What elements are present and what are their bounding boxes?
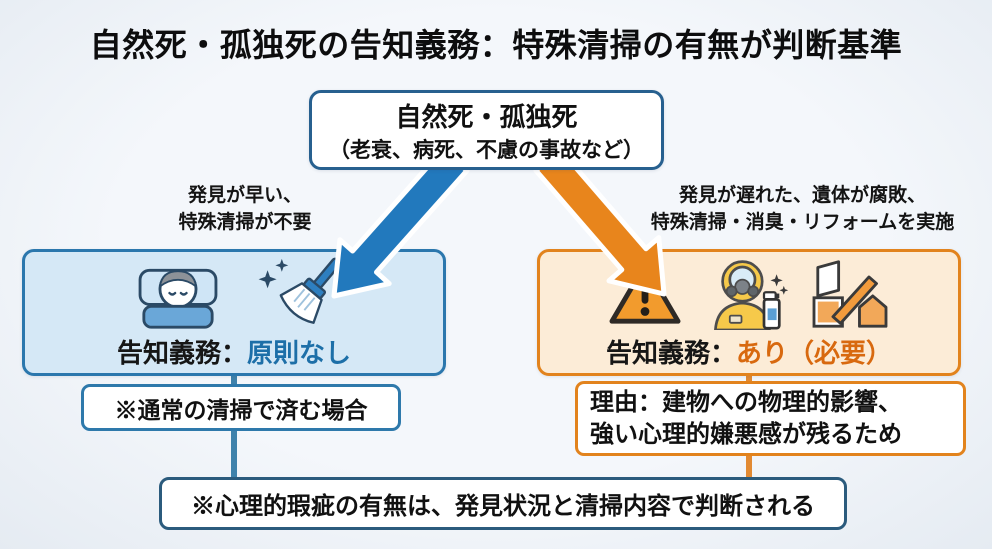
footer-note-box: ※心理的瑕疵の有無は、発見状況と清掃内容で判断される — [159, 477, 847, 530]
warning-triangle-icon — [609, 261, 681, 324]
sleeping-person-icon — [138, 268, 218, 329]
right-duty-prefix: 告知義務： — [605, 337, 736, 368]
right-condition-line2: 特殊清掃・消臭・リフォームを実施 — [650, 211, 955, 233]
broom-sparkles-icon — [258, 257, 340, 324]
hazmat-worker-spray-icon — [714, 259, 789, 330]
left-duty-prefix: 告知義務： — [116, 337, 247, 368]
right-reason-box: 理由：建物への物理的影響、 強い心理的嫌悪感が残るため — [575, 381, 966, 456]
right-icon-row — [606, 256, 892, 332]
reason-line1: 理由：建物への物理的影響、 — [590, 388, 902, 416]
reason-line2: 強い心理的嫌悪感が残るため — [590, 420, 902, 448]
source-box-line2: （老衰、病死、不慮の事故など） — [329, 138, 644, 162]
renovation-house-icon — [812, 259, 888, 328]
left-duty-value: 原則なし — [247, 337, 352, 368]
right-result-box: 告知義務：あり（必要） — [537, 249, 961, 376]
source-box: 自然死・孤独死 （老衰、病死、不慮の事故など） — [309, 90, 664, 170]
page-title: 自然死・孤独死の告知義務：特殊清掃の有無が判断基準 — [89, 27, 903, 63]
left-result-box: 告知義務：原則なし — [22, 249, 446, 376]
left-icon-row — [128, 256, 340, 332]
right-condition-line1: 発見が遅れた、遺体が腐敗、 — [678, 185, 926, 206]
right-duty-label: 告知義務：あり（必要） — [606, 333, 892, 370]
left-condition-label: 発見が早い、 特殊清掃が不要 — [110, 183, 380, 237]
left-duty-label: 告知義務：原則なし — [117, 333, 351, 370]
right-duty-value: あり（必要） — [736, 337, 893, 368]
source-box-line1: 自然死・孤独死 — [395, 101, 578, 132]
left-note-box: ※通常の清掃で済む場合 — [81, 384, 401, 431]
left-condition-line2: 特殊清掃が不要 — [178, 211, 312, 233]
right-condition-label: 発見が遅れた、遺体が腐敗、 特殊清掃・消臭・リフォームを実施 — [620, 183, 985, 237]
left-condition-line1: 発見が早い、 — [187, 185, 302, 206]
